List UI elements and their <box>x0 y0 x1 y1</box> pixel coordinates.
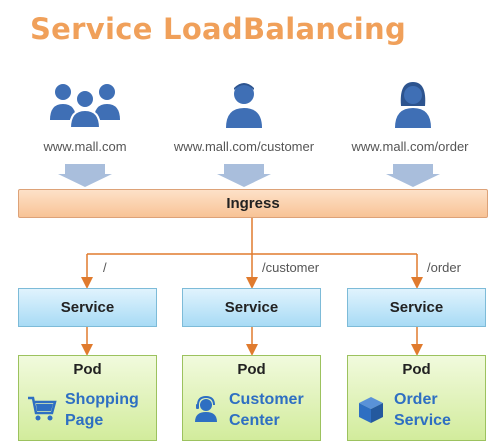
pod-title: Pod <box>73 361 102 378</box>
pod-title: Pod <box>237 361 266 378</box>
service-box-order: Service <box>347 288 486 327</box>
route-label-customer: /customer <box>262 260 320 275</box>
pod-label-line2: Service <box>394 412 451 429</box>
pod-label-line2: Page <box>65 412 104 429</box>
pod-label-line1: Shopping <box>65 391 139 408</box>
pod-title: Pod <box>402 361 431 378</box>
user-url-mall: www.mall.com <box>43 139 127 154</box>
service-box-customer: Service <box>182 288 321 327</box>
service-box-shopping: Service <box>18 288 157 327</box>
pod-label-line1: Customer <box>229 391 304 408</box>
pod-label: Shopping Page <box>65 389 139 431</box>
pod-box-order: Pod Order Service <box>347 355 486 441</box>
users-group-icon <box>50 84 120 128</box>
package-box-icon <box>359 397 383 423</box>
pod-box-shopping: Pod Shopping Page <box>18 355 157 441</box>
pod-label-line2: Center <box>229 412 280 429</box>
diagram-title: Service LoadBalancing <box>30 12 407 46</box>
pod-box-customer: Pod Customer Center <box>182 355 321 441</box>
shopping-cart-icon <box>28 396 57 421</box>
pod-label: Order Service <box>394 389 451 431</box>
user-male-icon <box>226 83 262 128</box>
headset-agent-icon <box>195 395 217 422</box>
user-to-ingress-arrow <box>58 164 112 187</box>
user-url-order: www.mall.com/order <box>351 139 469 154</box>
route-label-order: /order <box>427 260 461 275</box>
ingress-box: Ingress <box>18 189 488 218</box>
user-to-ingress-arrow <box>217 164 271 187</box>
user-female-icon <box>395 82 431 128</box>
route-label-root: / <box>103 260 107 275</box>
user-to-ingress-arrow <box>386 164 440 187</box>
pod-label-line1: Order <box>394 391 438 408</box>
pod-label: Customer Center <box>229 389 304 431</box>
user-url-customer: www.mall.com/customer <box>173 139 315 154</box>
